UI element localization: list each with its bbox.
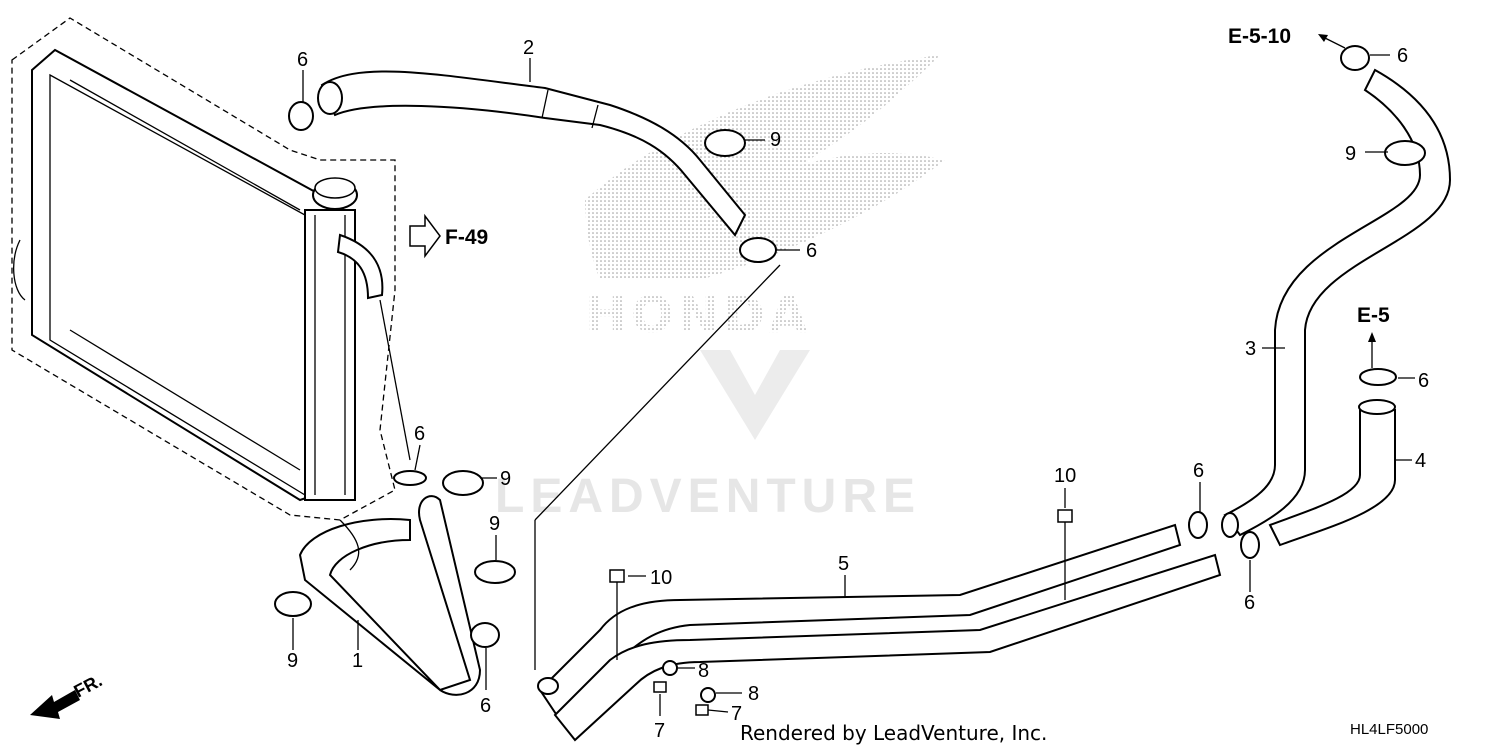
fasteners [609,509,1073,716]
radiator-assembly [11,17,396,521]
clamp-6-e5 [1359,368,1397,386]
clamp-6-joint-b [1240,531,1260,559]
reference-e510[interactable]: E-5-10 [1228,25,1291,48]
washer-8-a [662,660,678,676]
part-label-7b: 7 [731,703,742,725]
part-label-10b: 10 [650,567,672,589]
f49-arrow-icon [409,213,441,259]
nut-7-a [653,681,667,693]
hose-4 [1268,399,1396,547]
clamp-6-joint-a [1188,511,1208,539]
clamp-9-upper [704,129,746,157]
honda-brand-watermark: HONDA [585,286,811,344]
part-label-9e: 9 [287,650,298,672]
part-label-6a: 6 [297,49,308,71]
clamp-6-mid [739,237,777,263]
diagram-code: HL4LF5000 [1350,721,1428,738]
clamp-9-lower [474,560,516,584]
clamp-6-top [288,101,314,131]
part-label-6e: 6 [414,423,425,445]
part-label-10a: 10 [1054,465,1076,487]
clamp-6-left [393,470,427,486]
part-label-6b: 6 [806,240,817,262]
part-label-6g: 6 [1193,460,1204,482]
part-label-9d: 9 [489,513,500,535]
part-label-9b: 9 [1345,143,1356,165]
part-label-3: 3 [1245,338,1256,360]
clamp-9-right [1384,140,1426,166]
part-label-7a: 7 [654,720,665,742]
washer-8-b [700,687,716,703]
part-label-2: 2 [523,37,534,59]
hose-1 [298,495,482,696]
part-label-4: 4 [1415,450,1426,472]
leader-lines [292,34,1415,716]
part-label-1: 1 [352,650,363,672]
part-label-9c: 9 [500,468,511,490]
clamp-6-topright [1340,45,1370,71]
part-label-6f: 6 [480,695,491,717]
leadventure-watermark-text: LEADVENTURE [495,470,921,523]
rendered-by-credit: Rendered by LeadVenture, Inc. [740,721,1047,745]
part-label-5: 5 [838,553,849,575]
part-labels: 1 2 3 4 5 6 6 6 6 6 6 6 6 7 7 8 8 9 9 9 … [287,37,1429,742]
clamp-9-left [442,470,484,496]
reference-f49[interactable]: F-49 [445,226,488,249]
part-label-6d: 6 [1418,370,1429,392]
hose-2 [317,70,747,237]
bolt-10-right [1057,509,1073,523]
front-direction-arrow-icon [30,690,80,719]
clamp-6-bottom [470,622,500,648]
bolt-10-left [609,569,625,583]
reference-e5[interactable]: E-5 [1357,304,1390,327]
part-label-9a: 9 [770,129,781,151]
nut-7-b [695,704,709,716]
honda-wing-watermark: HONDA [585,55,945,344]
clamp-9-far-left [274,591,312,617]
part-label-6c: 6 [1397,45,1408,67]
part-label-8a: 8 [698,660,709,682]
leadventure-watermark: LEADVENTURE [495,350,921,523]
part-label-8b: 8 [748,683,759,705]
part-label-6h: 6 [1244,592,1255,614]
hose-5 [537,523,1222,742]
hose-3 [1221,68,1452,538]
